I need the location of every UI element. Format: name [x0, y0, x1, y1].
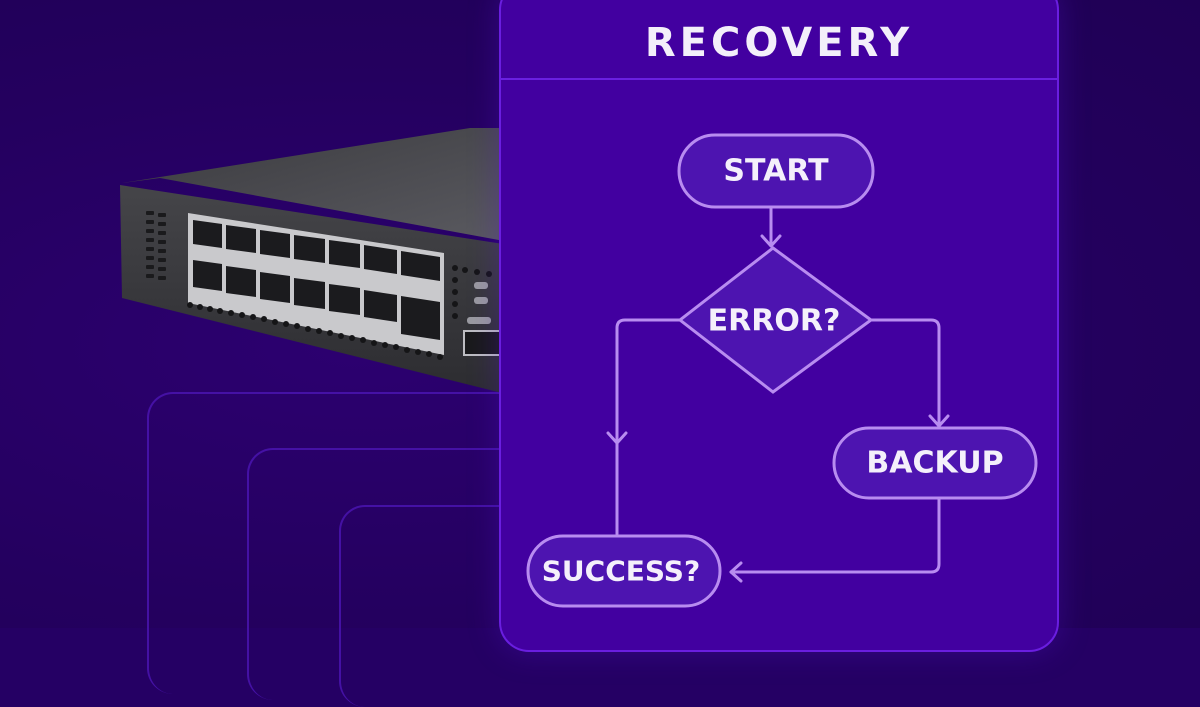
node-error: ERROR? [677, 246, 874, 394]
node-success: SUCCESS? [526, 534, 722, 608]
decorative-frame [247, 448, 569, 700]
node-start-label: START [723, 154, 829, 189]
usb-port [463, 330, 505, 356]
edge-error-success [615, 318, 682, 536]
decorative-frame [147, 392, 569, 694]
rj45-ports-top [193, 220, 440, 281]
network-switch-illustration [120, 128, 510, 395]
rj45-ports-bottom [193, 260, 440, 340]
node-start: START [677, 133, 875, 209]
edge-error-backup [870, 318, 941, 428]
arrowhead-down-icon [760, 234, 782, 248]
arrowhead-left-icon [729, 561, 743, 583]
node-error-label: ERROR? [708, 304, 841, 339]
vent-slots [146, 211, 166, 280]
node-success-label: SUCCESS? [542, 555, 700, 588]
recovery-panel: RECOVERY START ERROR? [499, 0, 1059, 652]
switch-top [122, 128, 510, 242]
node-backup: BACKUP [832, 426, 1038, 500]
panel-title: RECOVERY [644, 20, 914, 66]
arrowhead-down-icon [606, 431, 628, 445]
arrowhead-down-icon [928, 414, 950, 428]
status-leds [467, 282, 491, 324]
edge-backup-success [729, 496, 941, 574]
node-backup-label: BACKUP [866, 446, 1003, 481]
vent-dots [187, 265, 492, 360]
recovery-flowchart: START ERROR? BACKUP SUCCESS? [526, 133, 1038, 608]
panel-header: RECOVERY [501, 2, 1057, 80]
decorative-frame [339, 505, 571, 707]
